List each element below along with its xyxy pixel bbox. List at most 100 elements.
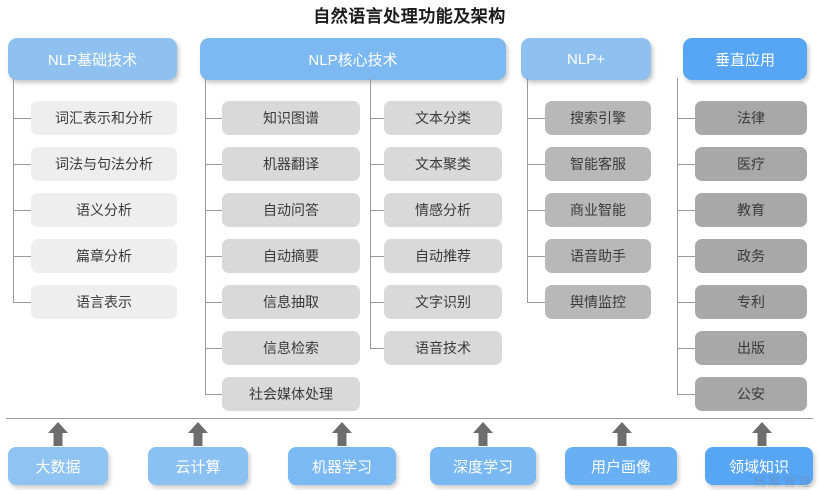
- leaf-box[interactable]: 自动推荐: [384, 239, 502, 273]
- connector-trunk-nlp-core-a: [205, 78, 206, 394]
- connector-stub: [205, 302, 222, 303]
- arrow-up-icon: [187, 421, 209, 447]
- leaf-box[interactable]: 语音助手: [545, 239, 651, 273]
- leaf-box[interactable]: 文字识别: [384, 285, 502, 319]
- leaf-box[interactable]: 知识图谱: [222, 101, 360, 135]
- connector-stub: [677, 394, 695, 395]
- connector-trunk-nlp-plus: [527, 78, 528, 302]
- arrow-up-icon: [751, 421, 773, 447]
- leaf-box[interactable]: 搜索引擎: [545, 101, 651, 135]
- connector-stub: [13, 302, 31, 303]
- foundation-box[interactable]: 机器学习: [288, 447, 396, 485]
- leaf-box[interactable]: 教育: [695, 193, 807, 227]
- connector-stub: [677, 118, 695, 119]
- leaf-label: 知识图谱: [263, 110, 319, 126]
- connector-stub: [677, 348, 695, 349]
- group-header-nlp-core-a[interactable]: NLP核心技术: [200, 38, 506, 80]
- connector-stub: [370, 118, 384, 119]
- leaf-label: 文字识别: [415, 294, 471, 310]
- connector-stub: [13, 210, 31, 211]
- connector-stub: [527, 210, 545, 211]
- leaf-label: 自动摘要: [263, 248, 319, 264]
- leaf-label: 搜索引擎: [570, 110, 626, 126]
- leaf-box[interactable]: 机器翻译: [222, 147, 360, 181]
- leaf-label: 语言表示: [76, 294, 132, 310]
- leaf-label: 信息抽取: [263, 294, 319, 310]
- leaf-box[interactable]: 法律: [695, 101, 807, 135]
- leaf-box[interactable]: 医疗: [695, 147, 807, 181]
- leaf-label: 文本分类: [415, 110, 471, 126]
- leaf-box[interactable]: 出版: [695, 331, 807, 365]
- connector-stub: [13, 164, 31, 165]
- leaf-label: 机器翻译: [263, 156, 319, 172]
- connector-trunk-nlp-core-b: [370, 78, 371, 348]
- leaf-box[interactable]: 信息检索: [222, 331, 360, 365]
- foundation-label: 云计算: [175, 458, 221, 476]
- leaf-box[interactable]: 商业智能: [545, 193, 651, 227]
- foundation-box[interactable]: 云计算: [148, 447, 248, 485]
- leaf-box[interactable]: 智能客服: [545, 147, 651, 181]
- leaf-box[interactable]: 自动问答: [222, 193, 360, 227]
- leaf-label: 出版: [737, 340, 765, 356]
- connector-stub: [370, 302, 384, 303]
- leaf-label: 自动推荐: [415, 248, 471, 264]
- leaf-label: 信息检索: [263, 340, 319, 356]
- connector-stub: [527, 256, 545, 257]
- leaf-label: 语音技术: [415, 340, 471, 356]
- leaf-box[interactable]: 专利: [695, 285, 807, 319]
- connector-stub: [527, 118, 545, 119]
- connector-stub: [13, 118, 31, 119]
- connector-stub: [677, 256, 695, 257]
- leaf-box[interactable]: 文本聚类: [384, 147, 502, 181]
- page-title: 自然语言处理功能及架构: [313, 7, 506, 26]
- leaf-box[interactable]: 篇章分析: [31, 239, 177, 273]
- leaf-label: 文本聚类: [415, 156, 471, 172]
- leaf-box[interactable]: 文本分类: [384, 101, 502, 135]
- leaf-box[interactable]: 政务: [695, 239, 807, 273]
- leaf-label: 专利: [737, 294, 765, 310]
- foundation-box[interactable]: 大数据: [8, 447, 108, 485]
- group-header-nlp-plus[interactable]: NLP+: [521, 38, 651, 80]
- foundation-divider: [6, 418, 813, 419]
- connector-stub: [370, 210, 384, 211]
- foundation-label: 机器学习: [311, 458, 372, 476]
- foundation-box[interactable]: 深度学习: [430, 447, 536, 485]
- leaf-label: 词汇表示和分析: [55, 110, 153, 126]
- arrow-up-icon: [472, 421, 494, 447]
- connector-trunk-vertical-apps: [677, 78, 678, 394]
- leaf-label: 语音助手: [570, 248, 626, 264]
- connector-stub: [677, 302, 695, 303]
- group-header-label: 垂直应用: [714, 51, 775, 69]
- leaf-label: 自动问答: [263, 202, 319, 218]
- leaf-label: 商业智能: [570, 202, 626, 218]
- leaf-box[interactable]: 词汇表示和分析: [31, 101, 177, 135]
- group-header-nlp-basic[interactable]: NLP基础技术: [8, 38, 177, 80]
- connector-stub: [677, 210, 695, 211]
- leaf-box[interactable]: 舆情监控: [545, 285, 651, 319]
- leaf-label: 教育: [737, 202, 765, 218]
- connector-stub: [205, 256, 222, 257]
- leaf-box[interactable]: 情感分析: [384, 193, 502, 227]
- connector-stub: [205, 210, 222, 211]
- leaf-box[interactable]: 社会媒体处理: [222, 377, 360, 411]
- connector-stub: [527, 302, 545, 303]
- foundation-box[interactable]: 领域知识: [705, 447, 813, 485]
- connector-stub: [205, 164, 222, 165]
- leaf-box[interactable]: 语言表示: [31, 285, 177, 319]
- connector-stub: [205, 348, 222, 349]
- connector-trunk-nlp-basic: [13, 78, 14, 302]
- leaf-label: 法律: [737, 110, 765, 126]
- group-header-vertical-apps[interactable]: 垂直应用: [683, 38, 807, 80]
- leaf-box[interactable]: 自动摘要: [222, 239, 360, 273]
- leaf-box[interactable]: 语音技术: [384, 331, 502, 365]
- foundation-label: 领域知识: [728, 458, 789, 476]
- leaf-box[interactable]: 信息抽取: [222, 285, 360, 319]
- leaf-box[interactable]: 词法与句法分析: [31, 147, 177, 181]
- foundation-box[interactable]: 用户画像: [565, 447, 677, 485]
- leaf-box[interactable]: 公安: [695, 377, 807, 411]
- leaf-box[interactable]: 语义分析: [31, 193, 177, 227]
- arrow-up-icon: [331, 421, 353, 447]
- leaf-label: 智能客服: [570, 156, 626, 172]
- arrow-up-icon: [47, 421, 69, 447]
